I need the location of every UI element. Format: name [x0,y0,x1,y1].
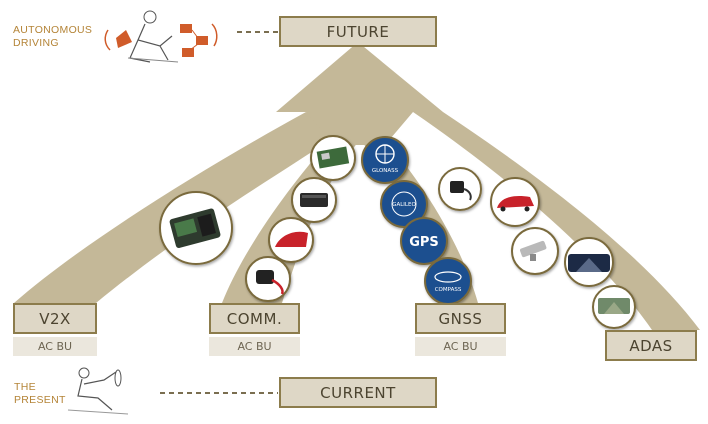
category-box-v2x: V2X [13,303,97,334]
adas-camera-module-icon [438,167,482,211]
category-sub-comm: AC BU [209,337,300,356]
future-arrow-head [276,42,443,145]
category-sub-gnss: AC BU [415,337,506,356]
compass-badge-label: COMPASS [435,287,462,293]
adas-road-view-icon [564,237,614,287]
category-box-adas: ADAS [605,330,697,361]
category-box-gnss: GNSS [415,303,506,334]
adas-car-sensor-icon [490,177,540,227]
galileo-badge-label: GALILEO [392,202,416,208]
comm-telematics-box-icon [291,177,337,223]
glonass-badge-icon: GLONASS [361,136,409,184]
gps-badge-icon: GPS [400,217,448,265]
future-box: FUTURE [279,16,437,47]
comm-connector-cable-icon [245,256,291,302]
category-sub-v2x: AC BU [13,337,97,356]
person-in-autonomous-car-icon [104,10,218,63]
comm-shark-antenna-icon [268,217,314,263]
autonomous-driving-label: AUTONOMOUS DRIVING [13,24,93,49]
comm-circuit-board-icon [310,135,356,181]
person-driving-icon [67,367,129,415]
category-box-comm: COMM. [209,303,300,334]
gps-badge-label: GPS [409,235,439,250]
galileo-badge-icon: GALILEO [380,180,428,228]
the-present-label: THE PRESENT [14,381,66,406]
branch-adas [413,112,700,330]
glonass-badge-label: GLONASS [372,168,399,174]
current-box: CURRENT [279,377,437,408]
compass-badge-icon: COMPASS [424,257,472,305]
v2x-module-icon [159,191,233,265]
adas-windshield-view-icon [592,285,636,329]
adas-mirror-device-icon [511,227,559,275]
